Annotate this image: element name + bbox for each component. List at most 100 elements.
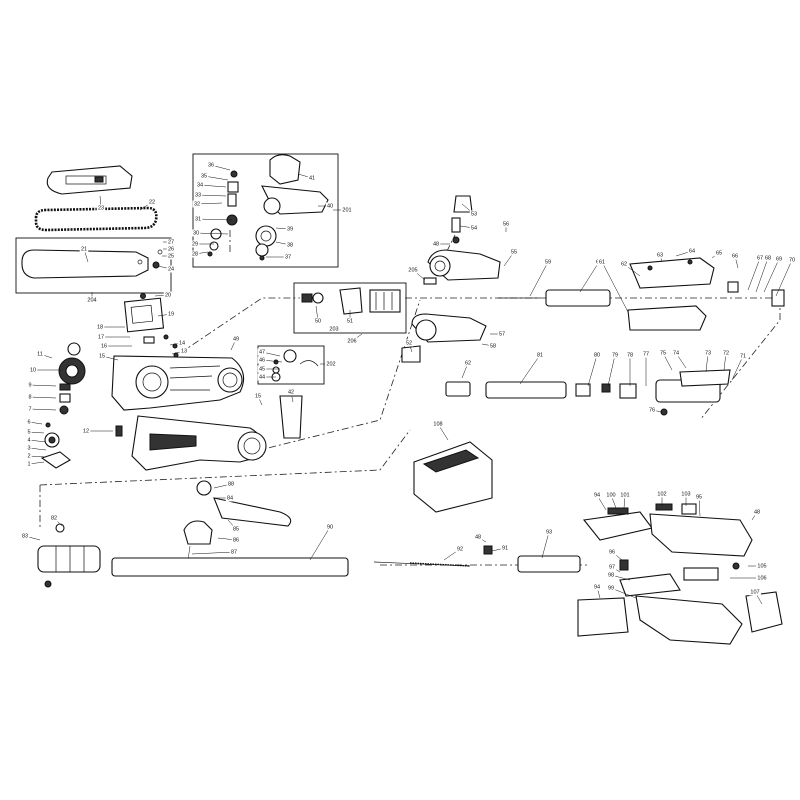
callout-label: 33 <box>195 192 201 198</box>
callout-18: 18 <box>95 323 125 331</box>
lower-coupler-part <box>575 369 731 416</box>
callout-label: 11 <box>37 351 43 357</box>
callout-69: 69 <box>763 255 784 293</box>
callout-label-bg <box>95 323 105 331</box>
callout-label-bg <box>166 252 176 260</box>
callout-12: 12 <box>81 427 113 435</box>
callout-leader <box>28 439 47 443</box>
rear-handle-assembly-part <box>577 503 783 645</box>
callout-95: 95 <box>694 493 704 517</box>
callout-label-bg <box>26 444 32 452</box>
callout-label: 3 <box>27 445 30 451</box>
callout-label: 47 <box>259 349 265 355</box>
callout-label-bg <box>641 350 651 358</box>
callout-label-bg <box>27 393 33 401</box>
callout-label-bg <box>606 571 616 579</box>
callout-leader <box>747 257 761 291</box>
callout-label-bg <box>313 317 323 325</box>
callout-90: 90 <box>309 523 335 561</box>
callout-label: 48 <box>475 534 481 540</box>
callout-label: 70 <box>789 257 795 263</box>
callout-label: 79 <box>612 352 618 358</box>
callout-label-bg <box>166 245 176 253</box>
callout-label-bg <box>20 532 30 540</box>
callout-label-bg <box>755 254 765 262</box>
callout-label: 32 <box>194 201 200 207</box>
callout-label: 201 <box>342 207 351 213</box>
callout-63: 63 <box>655 251 665 263</box>
callout-label: 206 <box>347 338 356 344</box>
callout-label: 28 <box>192 251 198 257</box>
callout-label-bg <box>257 365 267 373</box>
callout-label: 87 <box>231 549 237 555</box>
callout-label-bg <box>509 248 519 256</box>
callout-39: 39 <box>275 225 295 233</box>
callout-48: 48 <box>751 508 762 521</box>
callout-47: 47 <box>257 348 281 357</box>
callout-label-bg <box>191 229 201 237</box>
callout-label-bg <box>714 249 724 257</box>
tension-knob-part <box>271 349 319 382</box>
callout-label: 35 <box>201 173 207 179</box>
callout-label: 57 <box>499 331 505 337</box>
callout-label-bg <box>738 352 748 360</box>
callout-29: 29 <box>190 240 214 248</box>
callout-label: 75 <box>660 350 666 356</box>
callout-label-bg <box>619 491 631 499</box>
sprocket-assembly-part <box>207 154 329 261</box>
callout-23: 23 <box>96 195 106 212</box>
callout-label: 71 <box>740 353 746 359</box>
callout-76: 76 <box>647 406 663 414</box>
callout-label-bg <box>597 258 607 266</box>
callout-label: 39 <box>287 226 293 232</box>
callout-label: 65 <box>716 250 722 256</box>
callout-label-bg <box>206 161 216 169</box>
callout-label-bg <box>96 333 106 341</box>
lower-handle-housing-part <box>131 395 303 471</box>
callout-label: 68 <box>765 255 771 261</box>
callout-7: 7 <box>27 405 57 413</box>
callout-label-bg <box>680 490 692 498</box>
callout-leader <box>755 257 769 293</box>
callout-79: 79 <box>607 351 620 387</box>
callout-25: 25 <box>162 252 176 260</box>
callout-label: 77 <box>643 351 649 357</box>
callout-label-bg <box>190 250 200 258</box>
callout-91: 91 <box>491 544 510 552</box>
callout-label: 54 <box>471 225 477 231</box>
callout-label-bg <box>592 491 602 499</box>
callout-62: 62 <box>619 260 641 277</box>
callout-label: 63 <box>657 252 663 258</box>
callout-28: 28 <box>190 250 209 258</box>
callout-48: 48 <box>431 240 450 248</box>
callout-label-bg <box>756 562 768 570</box>
lower-tube-part <box>485 381 567 399</box>
callout-label-bg <box>431 240 441 248</box>
callout-77: 77 <box>641 350 651 386</box>
callout-label-bg <box>341 206 353 214</box>
saw-head-housing-part <box>111 293 245 411</box>
callout-label: 45 <box>259 366 265 372</box>
callout-label: 66 <box>732 253 738 259</box>
callout-label-bg <box>307 174 317 182</box>
tube-end-cap-part <box>37 523 101 588</box>
callout-label: 9 <box>28 382 31 388</box>
callout-label: 73 <box>705 350 711 356</box>
callout-61: 61 <box>597 258 629 313</box>
callout-label: 91 <box>502 545 508 551</box>
callout-label: 38 <box>287 242 293 248</box>
callout-86: 86 <box>217 536 241 544</box>
callout-leader <box>29 384 57 387</box>
callout-label-bg <box>231 536 241 544</box>
callout-203: 203 <box>328 325 340 333</box>
callout-label: 80 <box>594 352 600 358</box>
assembly-box-201 <box>192 153 339 268</box>
callout-label: 50 <box>315 318 321 324</box>
callout-10: 10 <box>28 366 62 374</box>
callout-leader <box>541 531 550 559</box>
callout-98: 98 <box>606 571 631 581</box>
callout-label: 5 <box>27 429 30 435</box>
callout-label-bg <box>325 360 337 368</box>
callout-30: 30 <box>191 229 229 237</box>
callout-15: 15 <box>253 392 263 406</box>
